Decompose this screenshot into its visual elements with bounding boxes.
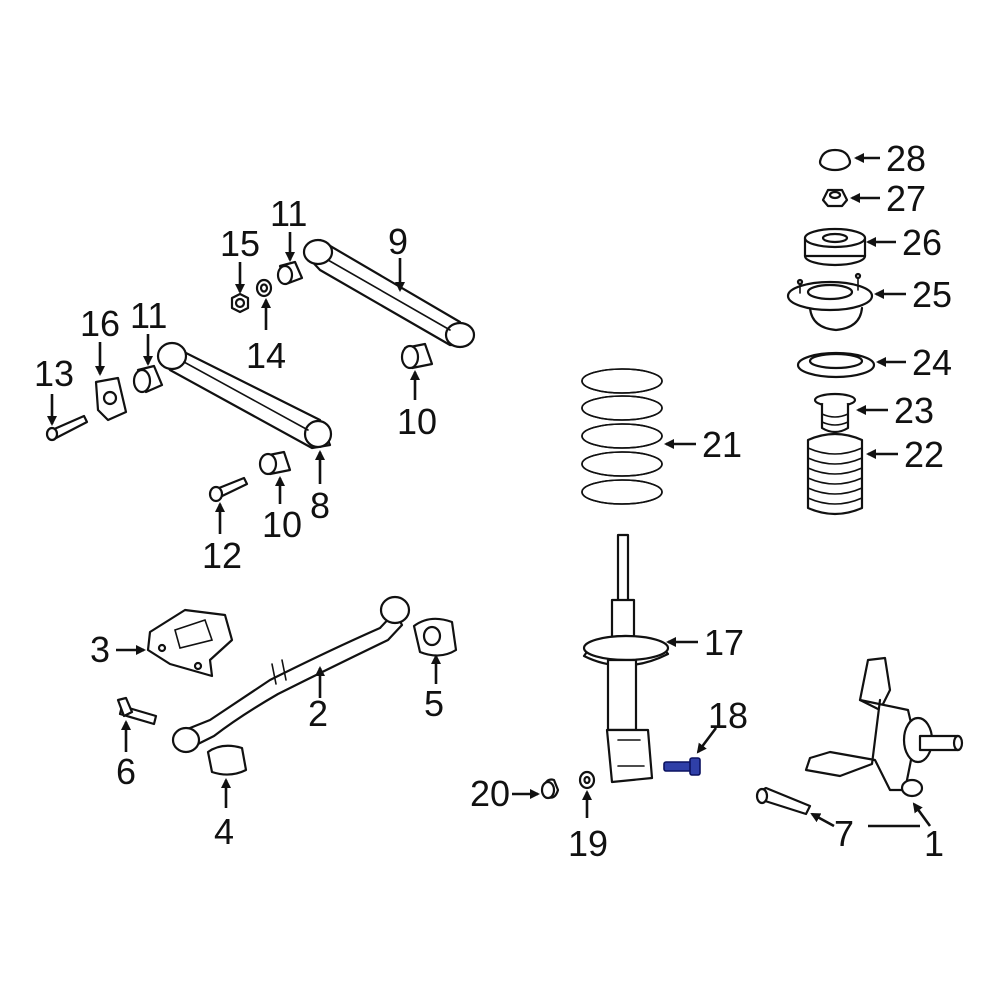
part-15-nut xyxy=(230,292,250,314)
part-2-stabilizer-bar xyxy=(171,595,411,754)
callout-group: 28 27 26 25 24 23 22 21 17 18 19 20 xyxy=(34,138,952,864)
callout-19: 19 xyxy=(568,823,608,864)
part-10-bushing-lower xyxy=(258,450,292,476)
callout-14: 14 xyxy=(246,335,286,376)
callout-25: 25 xyxy=(912,274,952,315)
part-28-cap xyxy=(818,148,852,172)
part-25-strut-mount xyxy=(786,272,874,332)
callout-1: 1 xyxy=(924,823,944,864)
part-18-bolt-highlighted xyxy=(663,757,701,776)
callout-27: 27 xyxy=(886,178,926,219)
callout-3: 3 xyxy=(90,629,110,670)
part-1-steering-knuckle xyxy=(804,656,964,798)
part-23-bump-stop xyxy=(813,392,857,434)
part-11-bushing-upper xyxy=(276,260,304,286)
callout-10-lower: 10 xyxy=(262,504,302,545)
part-17-strut xyxy=(582,533,670,784)
callout-10-upper: 10 xyxy=(397,401,437,442)
callout-5: 5 xyxy=(424,683,444,724)
part-21-coil-spring xyxy=(581,368,663,505)
callout-13: 13 xyxy=(34,353,74,394)
callout-20: 20 xyxy=(470,773,510,814)
callout-12: 12 xyxy=(202,535,242,576)
callout-24: 24 xyxy=(912,342,952,383)
part-5-bushing xyxy=(412,617,458,657)
callout-18: 18 xyxy=(708,695,748,736)
callout-7: 7 xyxy=(834,813,854,854)
callout-16: 16 xyxy=(80,303,120,344)
callout-9: 9 xyxy=(388,221,408,262)
callout-28: 28 xyxy=(886,138,926,179)
callout-11-upper: 11 xyxy=(270,193,307,234)
callout-4: 4 xyxy=(214,811,234,852)
part-16-bracket xyxy=(94,376,128,422)
part-8-control-arm xyxy=(156,341,333,450)
part-7-bolt xyxy=(755,786,812,816)
part-12-bolt xyxy=(208,476,249,503)
part-4-bushing xyxy=(206,744,248,776)
callout-15: 15 xyxy=(220,223,260,264)
callout-8: 8 xyxy=(310,485,330,526)
part-3-bracket xyxy=(146,608,234,678)
part-24-spring-seat xyxy=(796,351,876,379)
part-11-bushing-lower xyxy=(132,364,164,394)
part-9-control-arm xyxy=(302,238,476,349)
callout-17: 17 xyxy=(704,622,744,663)
part-26-bearing xyxy=(803,227,867,267)
part-14-washer xyxy=(255,278,273,298)
callout-21: 21 xyxy=(702,424,742,465)
part-19-washer xyxy=(578,770,596,790)
part-22-dust-boot xyxy=(806,432,864,516)
part-20-nut xyxy=(540,778,560,800)
part-6-bolt xyxy=(116,696,158,726)
callout-26: 26 xyxy=(902,222,942,263)
part-10-bushing-upper xyxy=(400,342,434,370)
callout-22: 22 xyxy=(904,434,944,475)
part-13-bolt xyxy=(45,414,89,442)
callout-6: 6 xyxy=(116,751,136,792)
callout-23: 23 xyxy=(894,390,934,431)
callout-2: 2 xyxy=(308,693,328,734)
part-27-nut xyxy=(821,188,849,208)
callout-11-lower: 11 xyxy=(130,295,167,336)
